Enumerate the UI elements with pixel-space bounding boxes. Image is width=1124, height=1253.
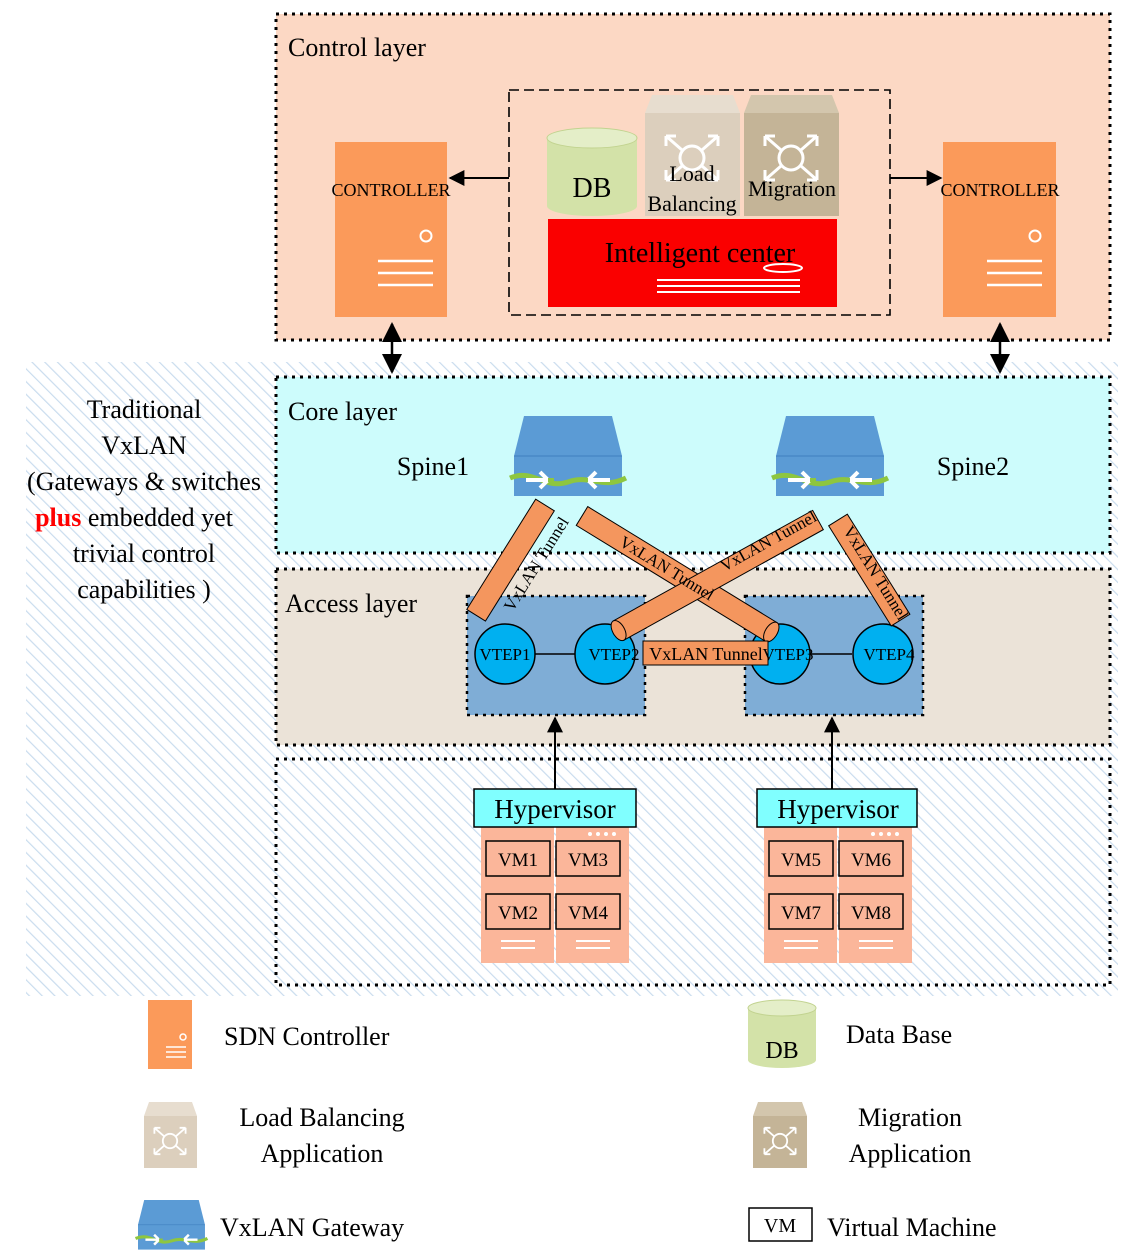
- side-note-line3: (Gateways & switches: [27, 467, 261, 496]
- tunnel-spine2-vtep4: [827, 513, 911, 627]
- spine2-gateway-icon: [772, 416, 888, 496]
- vm3-box: [555, 840, 621, 877]
- db-icon: [546, 127, 638, 216]
- spine2-label: Spine2: [937, 452, 1009, 481]
- vtep1-node: [474, 623, 536, 685]
- vm4-box: [555, 893, 621, 930]
- legend-load-balancing-icon: [144, 1102, 197, 1168]
- hypervisor-left-label: Hypervisor: [494, 794, 615, 824]
- vm8-box: [838, 893, 904, 930]
- vm7-label: VM7: [781, 903, 821, 924]
- hypervisor-left-box: [473, 788, 637, 828]
- vm6-label: VM6: [851, 850, 891, 871]
- legend-migration-label-line1: Migration: [858, 1103, 962, 1132]
- legend-vm-icon-text: VM: [764, 1215, 796, 1237]
- db-label: DB: [573, 173, 612, 204]
- vm1-label: VM1: [498, 850, 538, 871]
- tunnel-spine1-vtep3: [575, 505, 780, 643]
- vm8-label: VM8: [851, 903, 891, 924]
- vm4-label: VM4: [568, 903, 609, 924]
- legend-load-balancing-label-line1: Load Balancing: [239, 1103, 404, 1132]
- core-layer-box: [274, 375, 1112, 555]
- legend-vm-icon: [748, 1207, 813, 1242]
- side-note-plus: plus: [35, 503, 81, 532]
- side-note-line4: plus embedded yet: [35, 503, 234, 532]
- side-note-line1: Traditional: [87, 395, 202, 424]
- vtep2-label: VTEP2: [589, 645, 640, 664]
- core-layer-label: Core layer: [288, 397, 397, 426]
- side-note-line4-rest: embedded yet: [81, 503, 233, 532]
- vm6-box: [838, 840, 904, 877]
- legend-db-icon: [747, 999, 817, 1068]
- vm2-box: [485, 893, 551, 930]
- legend-sdn-controller-label: SDN Controller: [224, 1022, 390, 1051]
- spine1-label: Spine1: [397, 452, 469, 481]
- side-note-line6: capabilities ): [77, 575, 211, 604]
- legend-migration-icon: [753, 1102, 807, 1168]
- legend-vxlan-gateway-label: VxLAN Gateway: [220, 1213, 404, 1242]
- controller-right-label: CONTROLLER: [941, 180, 1060, 200]
- load-balancing-label-line2: Balancing: [647, 191, 736, 216]
- tunnel-vtep2-vtep3: [642, 640, 769, 666]
- legend-vxlan-gateway-icon: [133, 1198, 209, 1252]
- legend-virtual-machine-label: Virtual Machine: [827, 1213, 997, 1242]
- controller-right: [943, 142, 1056, 317]
- spine1-gateway-icon: [510, 416, 626, 496]
- vtep1-label: VTEP1: [480, 645, 531, 664]
- load-balancing-icon: [645, 95, 740, 216]
- intelligent-center-server-lines: [657, 263, 803, 293]
- host-layer-box: [274, 757, 1112, 987]
- vtep4-node: [852, 623, 914, 685]
- intelligent-center-label: Intelligent center: [605, 238, 796, 269]
- vm7-box: [768, 893, 834, 930]
- legend-load-balancing-label-line2: Application: [261, 1139, 384, 1168]
- legend-migration-label-line2: Application: [849, 1139, 972, 1168]
- vm5-box: [768, 840, 834, 877]
- vm3-label: VM3: [568, 850, 608, 871]
- controller-left: [335, 142, 447, 317]
- vm1-box: [485, 840, 551, 877]
- intelligent-center-group: [508, 89, 891, 316]
- migration-icon: [744, 95, 839, 216]
- legend-db-icon-text: DB: [765, 1038, 798, 1064]
- vtep3-label: VTEP3: [763, 645, 814, 664]
- hypervisor-right-label: Hypervisor: [777, 794, 898, 824]
- access-layer-label: Access layer: [285, 589, 417, 618]
- tunnel-spine1-vtep1: [466, 498, 556, 622]
- tunnel-label-vtep2-vtep3: VxLAN Tunnel: [649, 644, 763, 664]
- load-balancing-label-line1: Load: [669, 161, 714, 186]
- legend-sdn-controller-icon: [148, 1000, 192, 1069]
- legend-data-base-label: Data Base: [846, 1020, 952, 1049]
- side-note-line2: VxLAN: [101, 431, 186, 460]
- control-layer-label: Control layer: [288, 33, 426, 62]
- controller-left-label: CONTROLLER: [332, 180, 451, 200]
- vtep4-label: VTEP4: [864, 645, 916, 664]
- tunnel-spine2-vtep2: [610, 509, 825, 642]
- vm2-label: VM2: [498, 903, 538, 924]
- hypervisor-right-box: [756, 788, 918, 828]
- migration-label: Migration: [748, 176, 836, 201]
- vm5-label: VM5: [781, 850, 821, 871]
- side-note-line5: trivial control: [73, 539, 215, 568]
